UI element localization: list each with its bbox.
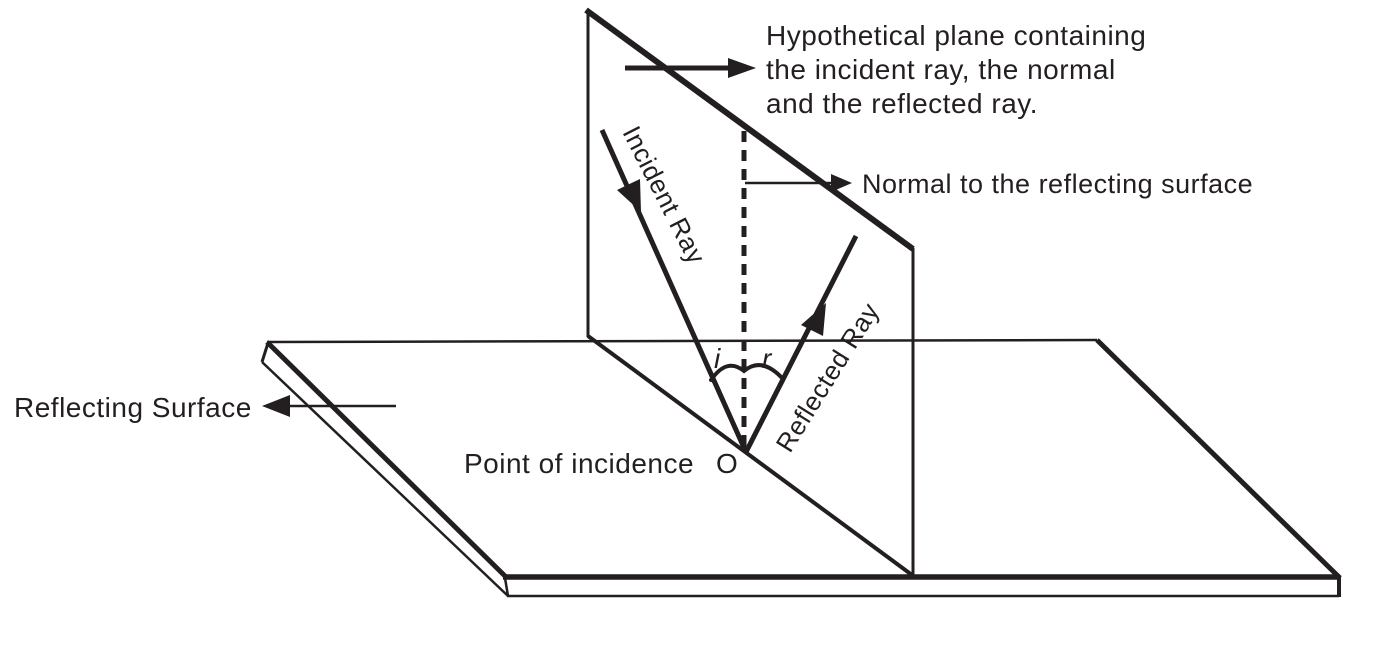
normal-pointer-arrow xyxy=(745,174,852,192)
incident-ray xyxy=(599,128,748,452)
angle-r-label: r xyxy=(762,343,773,374)
angle-arcs xyxy=(709,363,785,382)
reflecting-surface-slab xyxy=(260,338,1342,598)
plane-base-crease xyxy=(586,334,914,577)
incident-ray-arrowhead xyxy=(617,179,641,212)
incident-ray-line xyxy=(599,128,748,452)
plane-pointer-arrowhead xyxy=(728,58,756,78)
plane-pointer-arrow xyxy=(625,58,756,78)
plane-top-edge xyxy=(584,7,915,252)
slab-front-left-thickness-edge xyxy=(503,577,510,597)
point-o-label: O xyxy=(716,448,738,479)
slab-right-edge xyxy=(1095,338,1342,580)
reflected-ray-label: Reflected Ray xyxy=(770,297,885,457)
point-of-incidence-label: Point of incidence xyxy=(464,448,694,479)
slab-left-corner-thickness-edge xyxy=(260,342,270,363)
slab-back-edge xyxy=(266,338,1098,344)
angle-i-label: i xyxy=(714,343,721,374)
surface-pointer-arrowhead xyxy=(262,395,290,417)
reflected-ray-arrowhead xyxy=(801,303,826,336)
reflected-ray xyxy=(743,234,859,454)
slab-bottom-left-edge xyxy=(261,361,509,597)
hypothetical-plane xyxy=(584,7,915,577)
surface-pointer-arrow xyxy=(262,395,396,417)
reflected-ray-line xyxy=(743,234,859,454)
plane-caption-line-2: the incident ray, the normal xyxy=(766,54,1116,85)
plane-caption-line-3: and the reflected ray. xyxy=(766,88,1038,119)
slab-left-edge xyxy=(265,340,508,579)
normal-pointer-arrowhead xyxy=(831,174,852,192)
reflecting-surface-label: Reflecting Surface xyxy=(14,392,252,423)
plane-caption-line-1: Hypothetical plane containing xyxy=(766,20,1146,51)
normal-label: Normal to the reflecting surface xyxy=(862,169,1253,199)
